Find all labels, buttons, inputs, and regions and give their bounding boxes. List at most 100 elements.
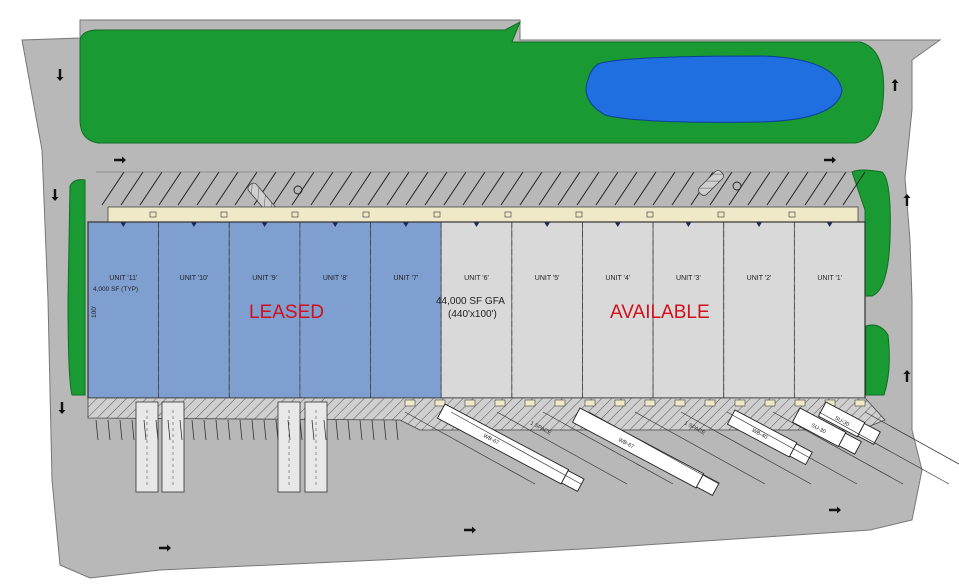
truck-bay: SU-30 [817, 401, 881, 445]
rear-stall-line [131, 419, 135, 441]
parking-stall-line [234, 171, 258, 206]
sidewalk-marker [291, 211, 299, 218]
parking-stall-line [367, 171, 391, 206]
parking-stall-line [804, 171, 828, 206]
truck-bay: WB-67 [436, 403, 585, 493]
unit-labels: UNIT '11'UNIT '10'UNIT '9'UNIT '8'UNIT '… [109, 275, 842, 282]
parking-stall-line [519, 171, 543, 206]
sidewalk-marker [220, 211, 228, 218]
parking-stall-line [443, 171, 467, 206]
rear-stall-line [119, 419, 123, 441]
dock-door [704, 399, 716, 407]
traffic-arrow [903, 370, 911, 382]
parking-stall-line [272, 171, 296, 206]
unit-name: UNIT '1' [817, 275, 842, 282]
parking-stall-line [614, 171, 638, 206]
parking-stall-line [823, 171, 847, 206]
truck-bay-line [726, 411, 858, 485]
parking-stall-line [557, 171, 581, 206]
dock-door [854, 399, 866, 407]
sidewalk-marker [646, 211, 654, 218]
parking-stall-line [386, 171, 410, 206]
unit-name: UNIT '10' [180, 275, 209, 282]
unit-typ-label: 4,000 SF (TYP) [93, 286, 138, 293]
rear-stall-line [395, 419, 399, 441]
sidewalk-marks [149, 211, 796, 218]
parking-stall-line [405, 171, 429, 206]
building [87, 221, 866, 399]
dock-door [554, 399, 566, 407]
parking-stall-line [652, 171, 676, 206]
depth-dimension: 100' [91, 306, 98, 318]
parking-stall-line [329, 171, 353, 206]
parking-stall-line [310, 171, 334, 206]
sidewalk-marker [149, 211, 157, 218]
unit-entry-marker [120, 222, 127, 227]
west-green-strip [67, 179, 86, 396]
unit-entry-marker [614, 222, 621, 227]
dock-door [524, 399, 536, 407]
dock-door [494, 399, 506, 407]
truck-bay-line [772, 411, 904, 485]
dock-door [584, 399, 596, 407]
truck-bay-line [542, 411, 674, 485]
unit-name: UNIT '11' [109, 275, 137, 282]
truck-bay-line [634, 411, 766, 485]
traffic-arrow [159, 544, 171, 552]
parking-stall-line [139, 171, 163, 206]
rear-stall-line [167, 419, 171, 441]
rear-stall-line [227, 419, 231, 441]
rear-stall-line [215, 419, 219, 441]
building-gfa-label: 44,000 SF GFA [436, 296, 505, 307]
east-green-upper [851, 169, 891, 297]
dock-door [644, 399, 656, 407]
truck-bay-line [404, 411, 536, 485]
unit-entry-marker [685, 222, 692, 227]
building-dims-label: (440'x100') [448, 309, 497, 320]
sidewalk-marker [575, 211, 583, 218]
traffic-arrow [51, 189, 59, 201]
rear-stall-line [275, 419, 279, 441]
parking-stall-line [120, 171, 144, 206]
unit-bay [370, 221, 442, 399]
parking-stall-line [595, 171, 619, 206]
parking-stall-line [481, 171, 505, 206]
rear-stall-line [287, 419, 291, 441]
parking-stall-line [500, 171, 524, 206]
parking-stall-line [709, 171, 733, 206]
rear-stall-line [239, 419, 243, 441]
parking-stall-line [196, 171, 220, 206]
rear-stall-line [347, 419, 351, 441]
unit-bay [87, 221, 160, 399]
parking-stall-line [158, 171, 182, 206]
front-sidewalk [107, 206, 859, 223]
unit-bay [582, 221, 654, 399]
unit-entry-marker [402, 222, 409, 227]
unit-entry-marker [261, 222, 268, 227]
unit-name: UNIT '6' [464, 275, 489, 282]
parking-stall-line [291, 171, 315, 206]
traffic-arrow [824, 156, 836, 164]
parking-stall-line [538, 171, 562, 206]
unit-entry-marker [190, 222, 197, 227]
dock-door [464, 399, 476, 407]
traffic-arrow [891, 79, 899, 91]
truck-cab [857, 422, 881, 445]
unit-entry-marker [756, 222, 763, 227]
parking-stall-line [424, 171, 448, 206]
rear-stall-line [371, 419, 375, 441]
rear-stall-line [383, 419, 387, 441]
loading-docks [95, 399, 866, 493]
truck-cab [789, 443, 813, 466]
rear-stall-line [107, 419, 111, 441]
truck-bay-line [588, 411, 720, 485]
available-label: AVAILABLE [610, 302, 710, 323]
unit-name: UNIT '3' [676, 275, 701, 282]
rear-stall-line [299, 419, 303, 441]
traffic-arrow [58, 402, 66, 414]
unit-bay [299, 221, 371, 399]
accessible-symbol [293, 181, 742, 195]
rear-stall-line [311, 419, 315, 441]
unit-entry-marker [332, 222, 339, 227]
